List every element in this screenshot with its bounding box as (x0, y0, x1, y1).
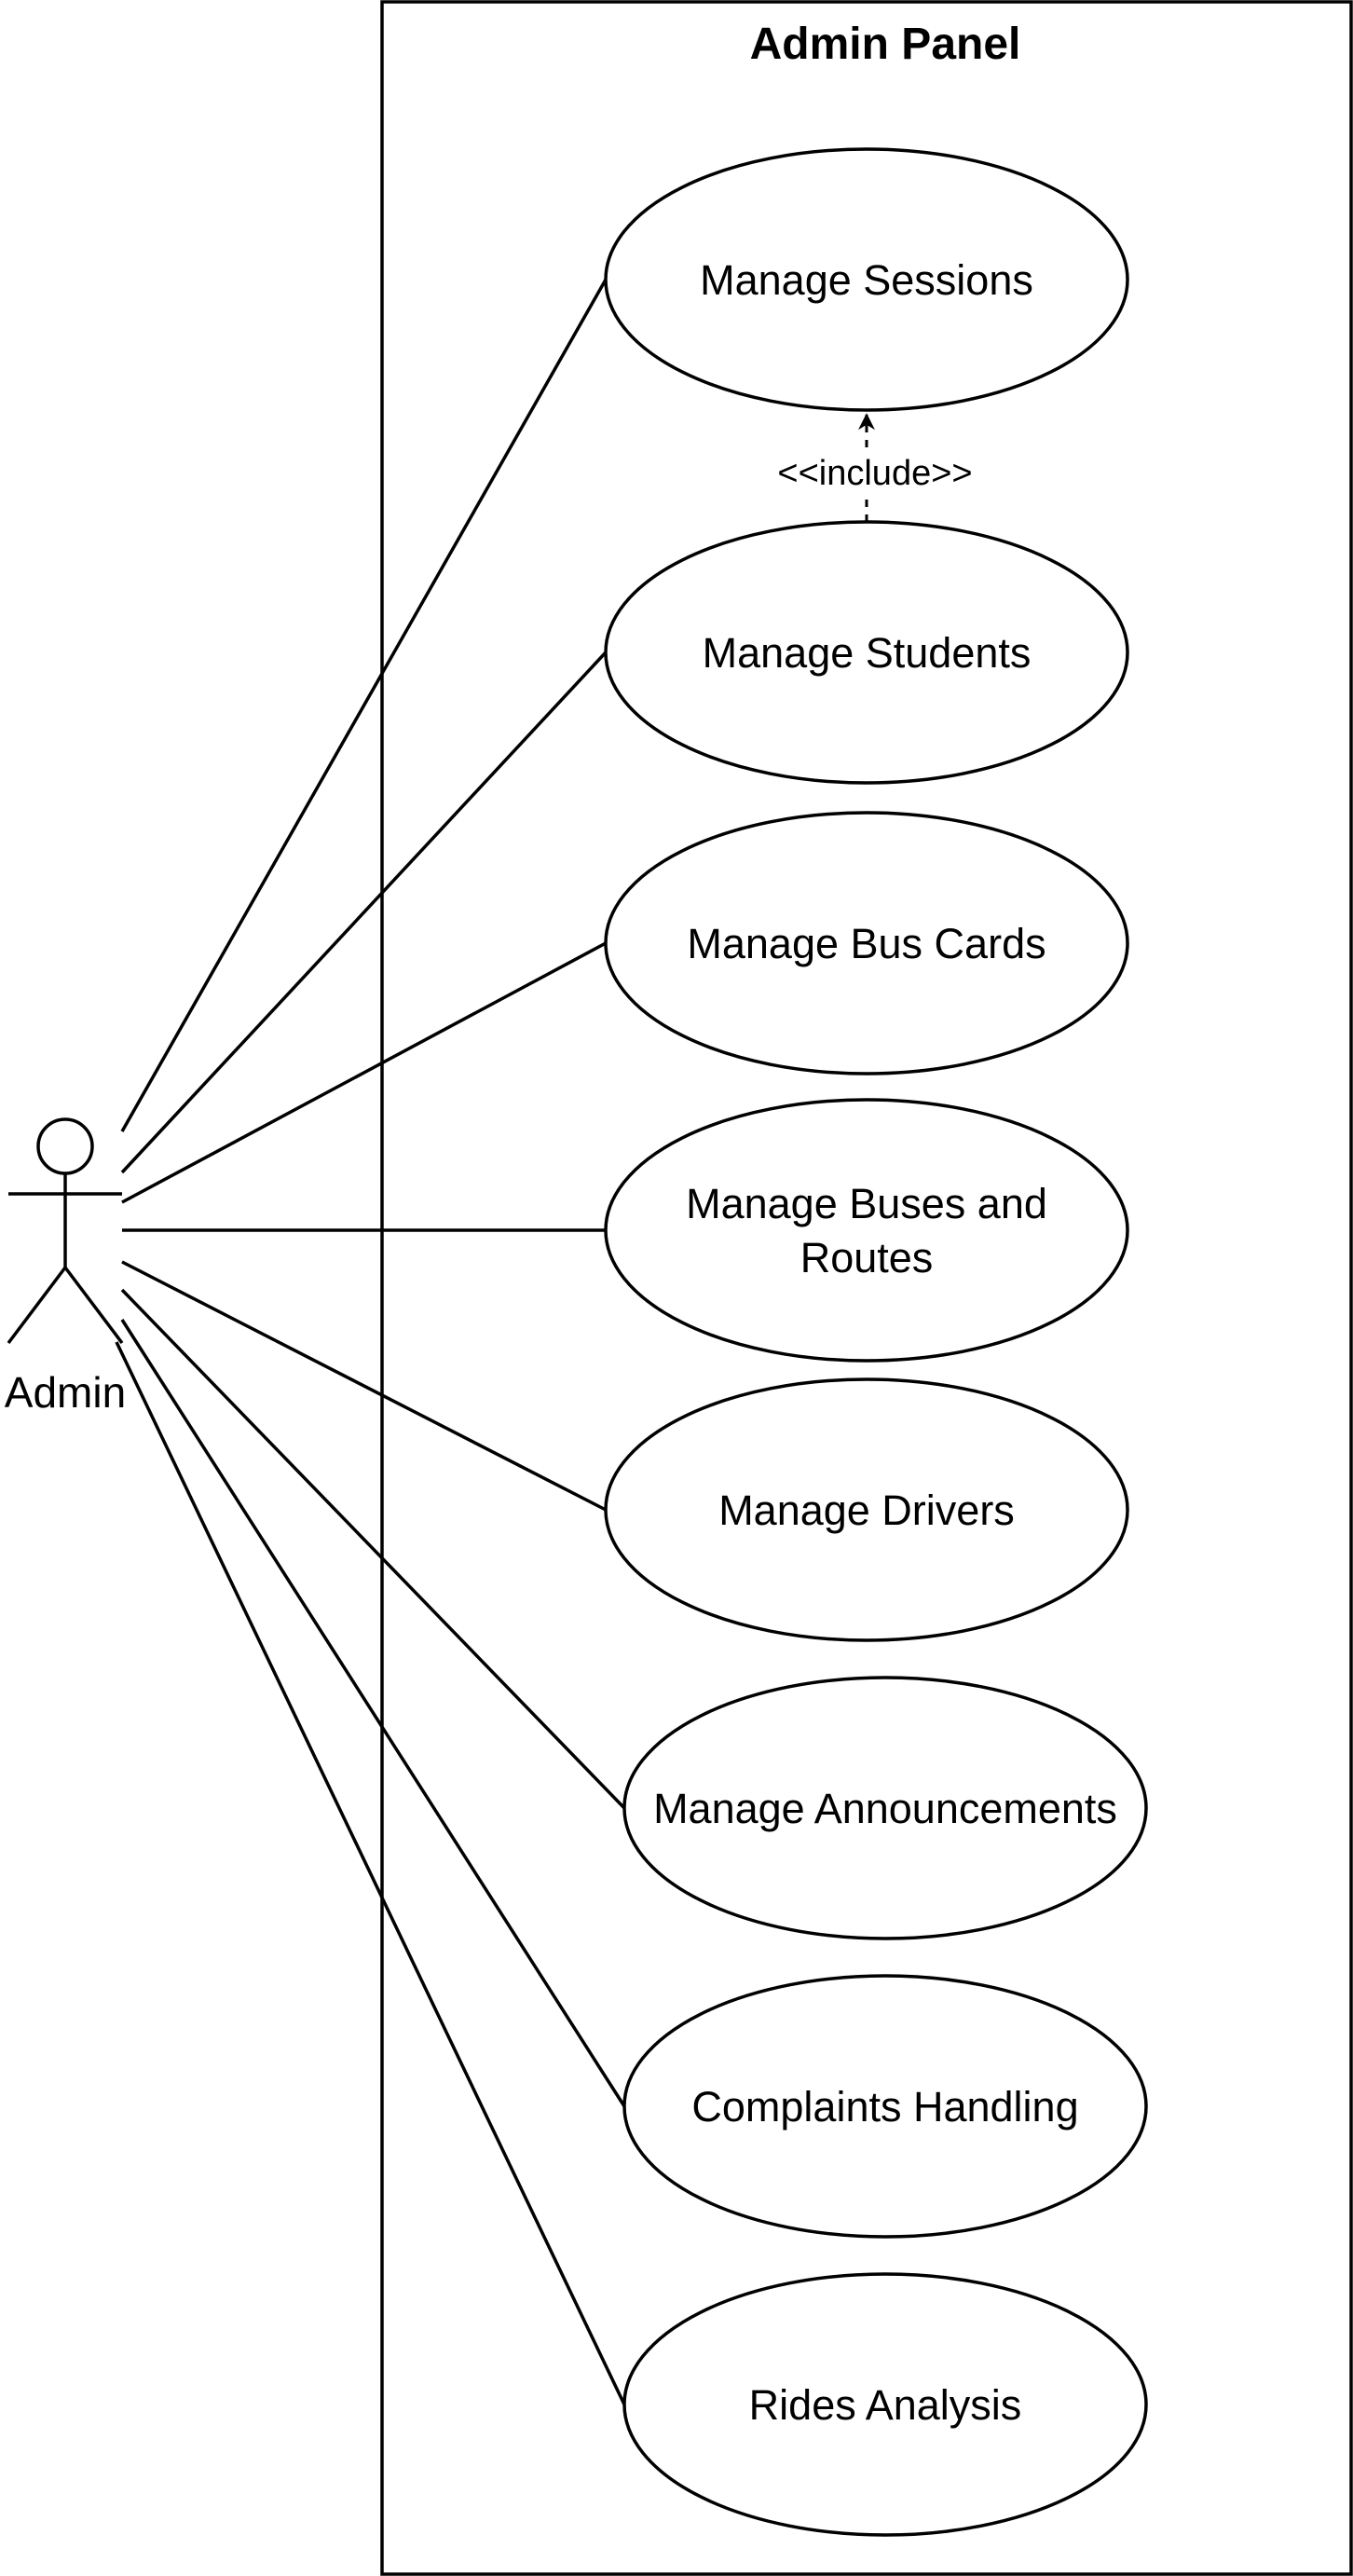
association-manage-drivers (121, 1260, 607, 1512)
use-case-ellipse (622, 1974, 1148, 2239)
use-case-ellipse (622, 1676, 1148, 1940)
use-case-manage-bus-cards[interactable]: Manage Bus Cards (604, 811, 1129, 1076)
use-case-label: Complaints Handling (691, 2083, 1078, 2131)
use-case-ellipse (604, 1098, 1129, 1363)
association-manage-students (120, 651, 608, 1174)
associations (115, 279, 626, 2405)
use-case-label: Manage Sessions (700, 256, 1033, 304)
use-case-ellipse (604, 1377, 1129, 1642)
use-case-label: Manage Drivers (718, 1487, 1015, 1534)
actor-admin[interactable]: Admin (5, 1117, 126, 1417)
use-case-label: Manage Announcements (653, 1785, 1117, 1832)
association-manage-bus-cards (121, 941, 607, 1204)
association-manage-announcements (120, 1288, 626, 1810)
use-case-label: Routes (800, 1234, 934, 1281)
use-case-complaints-handling[interactable]: Complaints Handling (622, 1974, 1148, 2239)
association-manage-sessions (120, 279, 608, 1132)
actor-right-leg (63, 1266, 124, 1345)
system-boundary (380, 0, 1353, 2576)
include-label: <<include>> (777, 454, 972, 493)
use-case-ellipse (604, 520, 1129, 785)
association-rides-analysis (115, 1341, 626, 2405)
use-case-manage-sessions[interactable]: Manage Sessions (604, 147, 1129, 412)
association-complaints-handling (120, 1319, 626, 2107)
use-case-manage-drivers[interactable]: Manage Drivers (604, 1377, 1129, 1642)
use-case-label: Rides Analysis (749, 2381, 1022, 2429)
system-title: Admin Panel (750, 20, 1021, 69)
include-relationship: <<include>> (757, 413, 977, 522)
actor-head (36, 1117, 94, 1175)
use-case-manage-students[interactable]: Manage Students (604, 520, 1129, 785)
use-case-manage-announcements[interactable]: Manage Announcements (622, 1676, 1148, 1940)
use-case-ellipse (604, 147, 1129, 412)
use-case-label: Manage Bus Cards (687, 920, 1046, 967)
use-case-label: Manage Students (703, 629, 1032, 677)
include-label-bg (757, 449, 977, 494)
use-case-label: Manage Buses and (686, 1180, 1047, 1227)
actor-left-leg (7, 1266, 67, 1345)
use-case-rides-analysis[interactable]: Rides Analysis (622, 2272, 1148, 2537)
use-case-ellipse (604, 811, 1129, 1076)
actor-label: Admin (5, 1368, 126, 1417)
use-case-ellipse (622, 2272, 1148, 2537)
